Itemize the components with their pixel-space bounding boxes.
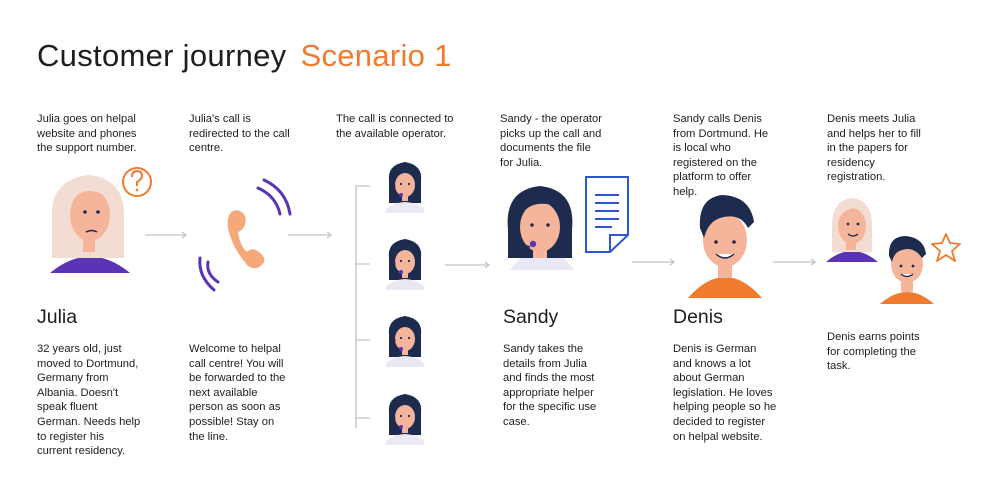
step-1-caption: Julia goes on helpal website and phones … <box>37 113 137 155</box>
document-icon <box>585 176 629 253</box>
julia-name: Julia <box>37 306 78 328</box>
arrow-5 <box>773 258 817 266</box>
star-icon <box>931 233 961 262</box>
points-description: Denis earns points for completing the ta… <box>827 331 920 373</box>
page-title: Customer journey Scenario 1 <box>37 38 452 74</box>
step-4-caption: Sandy - the operator picks up the call a… <box>500 113 602 169</box>
denis-avatar <box>688 195 762 298</box>
operator-2-avatar <box>385 238 425 291</box>
julia-small-avatar <box>826 198 878 262</box>
phone-ringing-icon <box>198 178 292 292</box>
denis-name: Denis <box>673 306 723 328</box>
sandy-avatar <box>507 186 574 270</box>
arrow-4 <box>632 258 676 266</box>
title-main: Customer journey <box>37 38 287 73</box>
arrow-1 <box>145 231 188 239</box>
step-2-caption: Julia's call is redirected to the call c… <box>189 113 290 155</box>
call-centre-description: Welcome to helpal call centre! You will … <box>189 343 286 443</box>
operator-1-avatar <box>385 161 425 214</box>
bracket-ticks <box>356 185 370 419</box>
question-mark-icon <box>122 167 152 197</box>
denis-small-avatar <box>880 236 934 304</box>
operator-4-avatar <box>385 393 425 446</box>
julia-avatar <box>50 175 130 273</box>
julia-description: 32 years old, just moved to Dortmund, Ge… <box>37 343 141 458</box>
arrow-3 <box>445 261 491 269</box>
denis-description: Denis is German and knows a lot about Ge… <box>673 343 777 443</box>
flow-arrows <box>145 185 817 428</box>
sandy-name: Sandy <box>503 306 559 328</box>
step-3-caption: The call is connected to the available o… <box>336 113 454 140</box>
step-5-caption: Sandy calls Denis from Dortmund. He is l… <box>673 113 769 198</box>
arrow-2 <box>288 231 333 239</box>
step-6-caption: Denis meets Julia and helps her to fill … <box>827 113 921 184</box>
sandy-description: Sandy takes the details from Julia and f… <box>503 343 597 428</box>
title-scenario: Scenario 1 <box>300 38 452 73</box>
operator-3-avatar <box>385 315 425 368</box>
